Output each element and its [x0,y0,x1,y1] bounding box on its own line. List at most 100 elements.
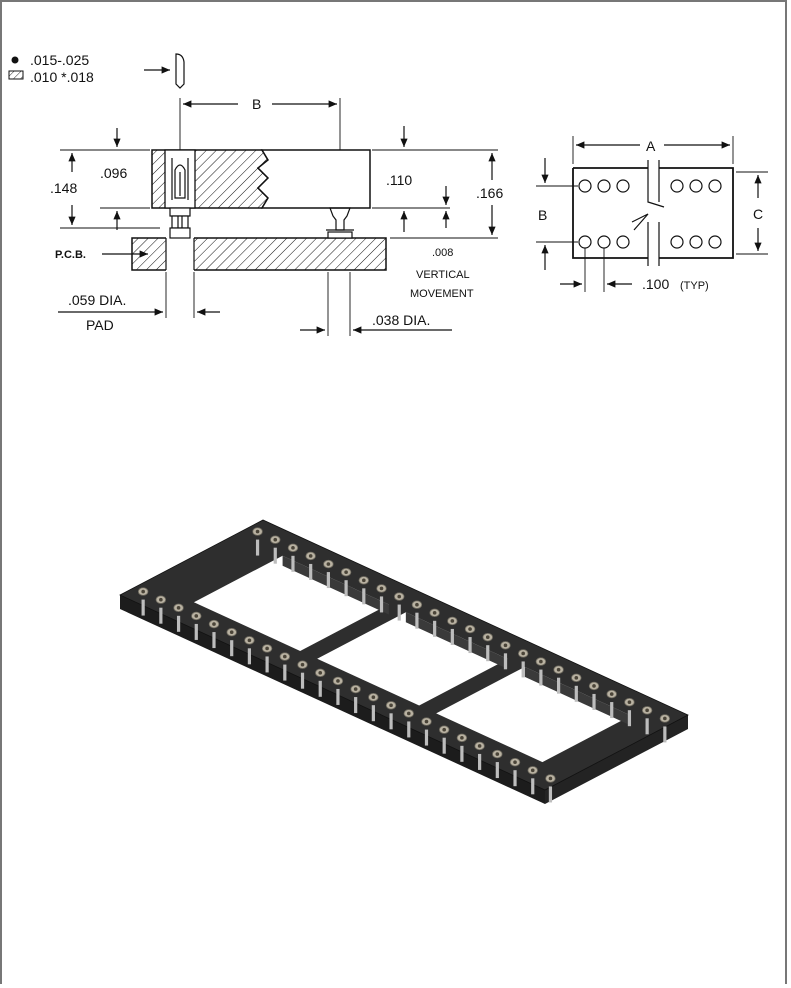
front-contact-hole [300,662,305,667]
front-contact-leg [336,688,340,705]
legend-flat-text: .010 *.018 [30,69,94,85]
back-contact-leg [255,539,260,556]
dim-b-section: B [179,96,341,150]
front-contact-hole [318,671,323,675]
front-contact-leg [212,632,216,649]
socket-body [119,519,689,804]
back-contact-hole [503,643,508,648]
front-contact-leg [159,607,163,624]
back-contact-hole [432,611,437,615]
front-contact-leg [495,762,499,779]
pin-dia-label: .038 DIA. [372,312,430,328]
front-contact-leg [424,729,429,746]
back-contact-leg [397,604,401,621]
front-contact-hole [477,744,482,748]
front-contact-leg [442,737,446,754]
back-contact-hole [645,708,649,713]
back-contact-hole [326,562,331,566]
front-contact-leg [371,705,375,722]
front-contact-leg [265,656,269,673]
back-contact-hole [379,586,384,591]
front-contact-leg [300,672,305,689]
front-contact-hole [159,597,163,602]
front-contact-leg [176,615,181,632]
back-contact-hole [627,700,632,704]
back-contact-hole [539,659,543,664]
round-pin-symbol [11,56,19,64]
back-contact-leg [273,547,277,564]
back-contact-leg [556,677,561,694]
front-contact-hole [194,614,199,618]
pad-label: PAD [86,317,114,333]
back-contact-leg [433,620,437,637]
front-contact-hole [513,760,517,764]
back-contact-hole [556,667,561,672]
socket-window-3 [436,666,632,763]
back-contact-leg [291,555,295,572]
dim-b-label: B [252,96,261,112]
movement-label: MOVEMENT [410,288,474,300]
back-contact-leg [379,596,384,613]
back-contact-row [252,527,671,743]
back-contact-hole [521,651,525,656]
dim-096-label: .096 [100,165,127,181]
back-contact-leg [415,612,419,629]
socket-window-2 [317,612,508,706]
socket-right-side [545,715,688,804]
front-contact-leg [513,770,517,787]
socket-window-wall-3 [524,666,632,726]
dim-right: .110 .166 .008 VERTICAL MOVEMENT [372,126,503,300]
back-contact-leg [309,563,313,580]
front-contact-hole [495,752,500,756]
legend-round-text: .015-.025 [30,52,89,68]
back-contact-leg [326,572,330,589]
back-contact-leg [539,669,543,686]
dim-bottom: .059 DIA. PAD .038 DIA. [58,272,452,336]
front-contact-hole [371,695,376,699]
pin-tip-icon [175,53,185,89]
front-contact-hole [265,646,269,651]
technical-drawing: .015-.025 .010 *.018 B [8,52,768,336]
top-view: A B C .100 (TYP) [536,136,768,292]
pad-dia-label: .059 DIA. [68,292,126,308]
back-contact-hole [308,554,313,558]
back-contact-hole [468,627,472,631]
front-contact-hole [229,630,234,634]
socket-render [119,519,689,804]
dim-b-top-label: B [538,207,547,223]
back-contact-leg [450,628,454,645]
dim-148-label: .148 [50,180,77,196]
back-contact-leg [645,718,649,735]
back-contact-hole [485,635,490,639]
flat-pin-symbol [8,70,24,80]
back-contact-leg [574,685,578,702]
back-contact-leg [362,588,366,605]
front-contact-leg [354,697,358,714]
back-contact-leg [627,710,632,727]
back-contact-leg [486,645,490,662]
legend: .015-.025 .010 *.018 [8,52,185,89]
socket-section [151,149,371,231]
back-contact-hole [450,619,455,623]
front-contact-leg [283,664,287,681]
front-contact-leg [460,745,464,762]
front-contact-hole [424,719,429,724]
vertical-label: VERTICAL [416,269,470,281]
pcb-label: P.C.B. [55,249,86,261]
back-contact-leg [344,580,348,597]
front-contact-leg [141,599,145,616]
front-contact-leg [548,786,553,803]
dim-a-label: A [646,138,656,154]
front-contact-leg [389,713,393,730]
back-contact-leg [610,702,614,719]
front-contact-hole [548,776,553,781]
back-contact-hole [344,570,348,574]
front-contact-leg [478,753,482,770]
back-contact-hole [255,529,260,534]
socket-window-1 [193,555,389,651]
front-contact-leg [247,648,252,665]
front-contact-hole [406,711,411,716]
front-contact-hole [212,622,216,626]
back-contact-leg [503,653,508,670]
